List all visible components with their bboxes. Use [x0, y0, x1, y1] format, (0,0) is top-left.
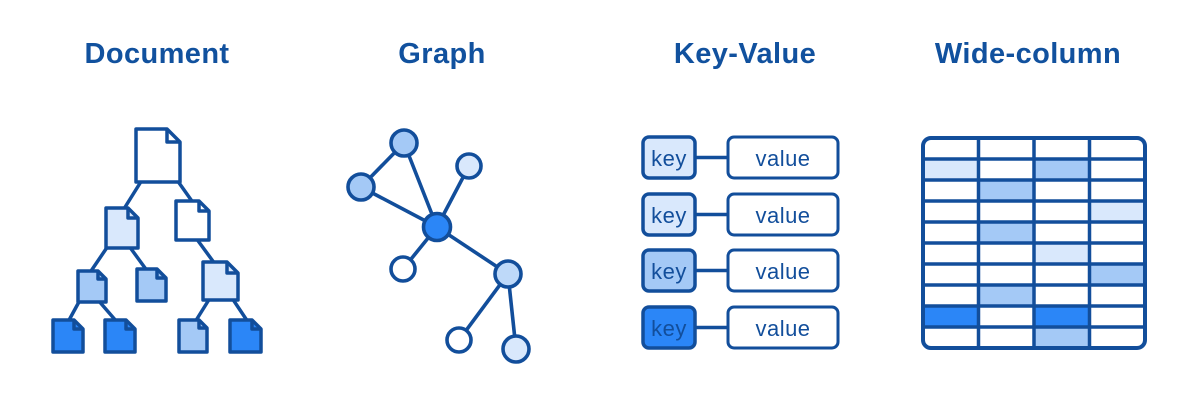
tree-edge	[230, 296, 250, 324]
graph-node-e	[389, 255, 417, 283]
key-label: key	[651, 316, 687, 341]
value-box-row1	[726, 135, 840, 180]
value-label: value	[755, 259, 810, 284]
key-box-row4	[641, 305, 697, 350]
section-title-wide-column: Wide-column	[934, 38, 1122, 70]
graph-node-g	[445, 326, 473, 354]
value-box-row3	[726, 248, 840, 293]
table-outer-border	[921, 136, 1147, 350]
key-value-diagram: key value key value key value key value	[641, 135, 840, 350]
document-icon-l2-right	[174, 199, 211, 242]
table-cell-r10c3	[1034, 327, 1090, 348]
table-cell-r2c1	[923, 159, 979, 180]
table-cell-r8c2	[978, 285, 1034, 306]
document-icon-l2-left	[104, 206, 140, 250]
key-label: key	[651, 146, 687, 171]
table-cell-r9c3	[1034, 306, 1090, 327]
graph-node-c	[346, 172, 376, 202]
key-box-row1	[641, 135, 697, 180]
graph-network-diagram	[346, 128, 531, 364]
value-box-row2	[726, 192, 840, 237]
document-icon-l3-center	[135, 267, 168, 303]
graph-node-a	[389, 128, 419, 158]
graph-node-b	[455, 152, 483, 180]
table-cell-r6c3	[1034, 243, 1090, 264]
table-body	[923, 138, 1145, 348]
graph-node-h	[501, 334, 531, 364]
key-label: key	[651, 259, 687, 284]
value-label: value	[755, 316, 810, 341]
value-label: value	[755, 203, 810, 228]
graph-node-d	[421, 211, 453, 243]
document-icon-l4-3	[177, 318, 209, 354]
table-cell-r3c2	[978, 180, 1034, 201]
section-title-document: Document	[84, 38, 230, 70]
document-icon-l4-4	[228, 318, 263, 354]
document-tree-diagram	[51, 127, 263, 354]
document-icon-l3-right	[201, 260, 240, 302]
document-icon-l3-left	[76, 269, 108, 304]
document-icon-l4-1	[51, 318, 85, 354]
document-icon-l4-2	[103, 318, 137, 354]
graph-node-f	[493, 259, 523, 289]
section-title-graph: Graph	[398, 38, 486, 70]
key-label: key	[651, 203, 687, 228]
table-cell-r7c4	[1089, 264, 1145, 285]
table-cell-r9c1	[923, 306, 979, 327]
key-box-row2	[641, 192, 697, 237]
wide-column-table-diagram	[921, 136, 1147, 350]
section-title-key-value: Key-Value	[673, 38, 817, 70]
tree-edge	[193, 296, 212, 324]
table-cell-r2c3	[1034, 159, 1090, 180]
value-box-row4	[726, 305, 840, 350]
value-label: value	[755, 146, 810, 171]
tree-edge	[194, 236, 217, 266]
document-icon-root	[134, 127, 182, 184]
table-cell-r4c4	[1089, 201, 1145, 222]
table-cell-r5c2	[978, 222, 1034, 243]
key-box-row3	[641, 248, 697, 293]
